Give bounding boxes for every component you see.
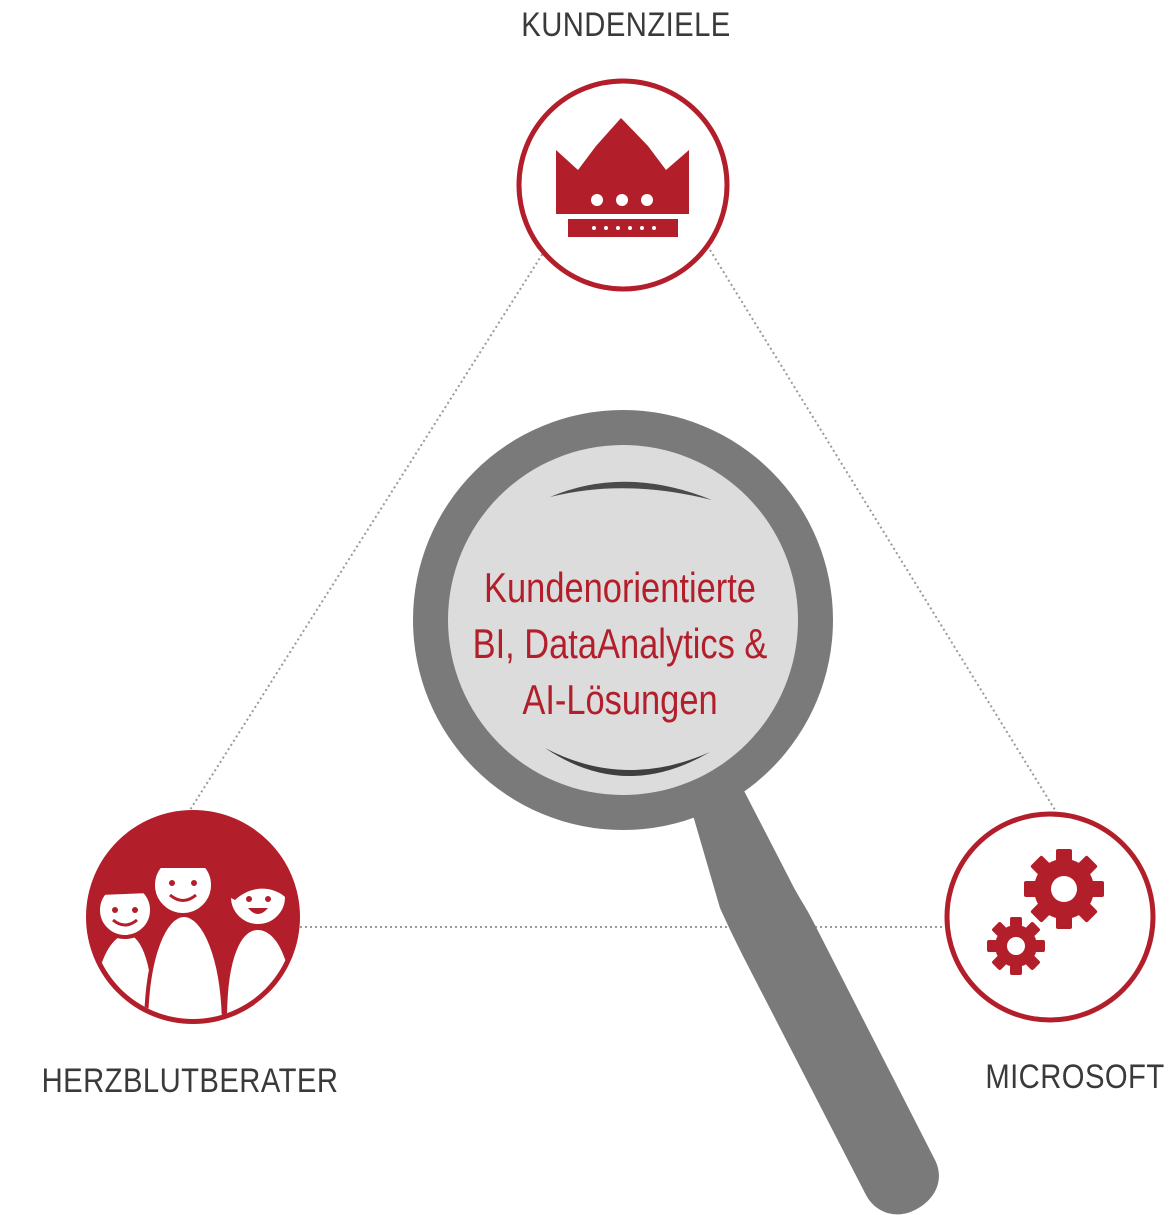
center-text: Kundenorientierte BI, DataAnalytics & AI… — [456, 560, 784, 728]
connector-top-left — [189, 249, 546, 811]
center-text-line-3: AI-Lösungen — [522, 676, 718, 723]
node-left-label: HERZBLUTBERATER — [41, 1062, 339, 1100]
node-right-label: MICROSOFT — [985, 1058, 1165, 1096]
connector-lines — [189, 249, 1056, 928]
node-top — [516, 78, 730, 292]
gears-icon — [987, 849, 1104, 975]
node-left — [86, 810, 300, 1024]
magnifier-handle — [690, 783, 939, 1215]
node-right-circle — [944, 811, 1156, 1023]
center-text-line-2: BI, DataAnalytics & — [472, 620, 768, 667]
node-top-label: KUNDENZIELE — [521, 6, 731, 44]
node-right — [944, 811, 1156, 1023]
crown-icon — [556, 118, 689, 237]
magnifying-glass-icon — [413, 410, 939, 1215]
magnifier-lens — [448, 445, 798, 795]
center-text-line-1: Kundenorientierte — [484, 564, 756, 611]
people-group-icon — [91, 840, 295, 1019]
